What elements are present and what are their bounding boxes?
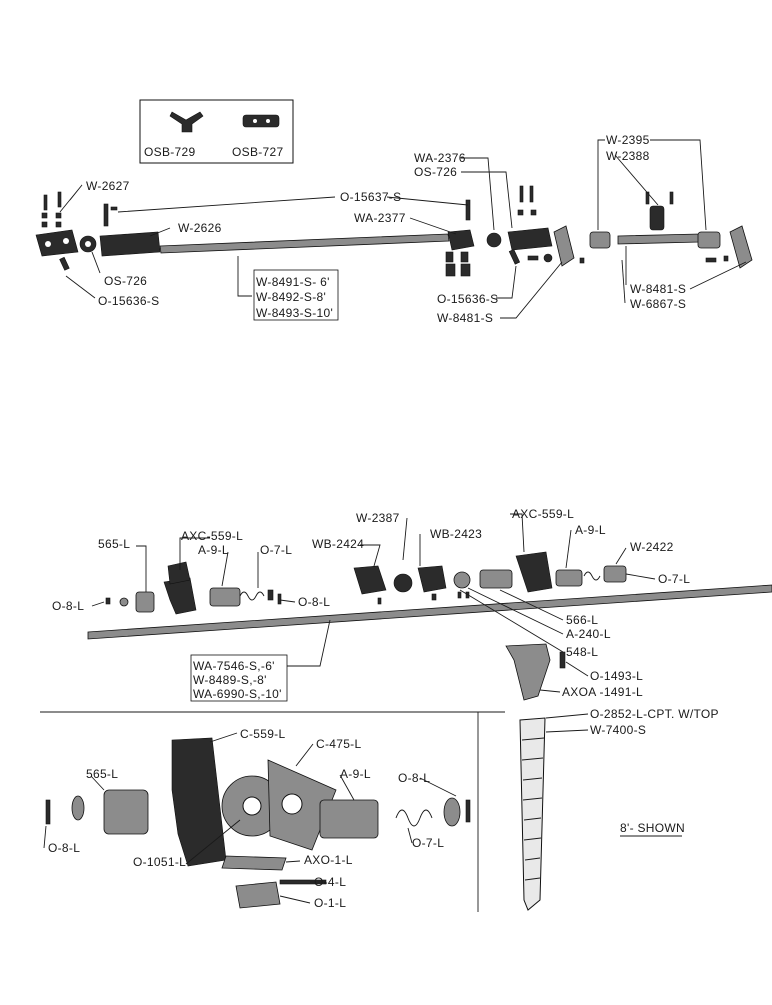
bottom-detail: C-559-L C-475-L 565-L A-9-L O-8-L O-8-L … [40, 711, 685, 912]
osb-729-yoke-icon [169, 111, 204, 133]
label-w-2388: W-2388 [606, 149, 650, 163]
inset-label-osb-727: OSB-727 [232, 145, 283, 159]
label-w-2387: W-2387 [356, 511, 400, 525]
label-o-1-l: O-1-L [314, 896, 346, 910]
flange-yoke-wa-2376 [507, 185, 553, 251]
label-o-2852-l-cpt: O-2852-L-CPT. W/TOP [590, 707, 719, 721]
label-o-1493-l: O-1493-L [590, 669, 643, 683]
vertical-sleeve [505, 643, 566, 911]
drive-rod [87, 584, 772, 640]
center-u-joint [486, 232, 521, 265]
label-w-8492-s: W-8492-S-8' [256, 290, 326, 304]
inset-label-osb-729: OSB-729 [144, 145, 195, 159]
label-w-6867-s: W-6867-S [630, 297, 686, 311]
label-wb-2424: WB-2424 [312, 537, 364, 551]
label-o-1051-l: O-1051-L [133, 855, 186, 869]
label-w-8489-s: W-8489-S,-8' [193, 673, 267, 687]
label-c-475-l: C-475-L [316, 737, 361, 751]
left-bolts [41, 191, 62, 228]
top-leaders [59, 139, 747, 319]
label-o-8-l-right: O-8-L [298, 595, 330, 609]
label-wa-7546-s: WA-7546-S,-6' [193, 659, 275, 673]
label-axc-559-l-right: AXC-559-L [512, 507, 574, 521]
center-small-parts [527, 253, 553, 263]
left-gearbox [105, 561, 282, 615]
label-o-8-l-detail-left: O-8-L [48, 841, 80, 855]
label-o-7-l-detail: O-7-L [412, 836, 444, 850]
label-a-9-l-right: A-9-L [575, 523, 606, 537]
label-axo-1-l: AXO-1-L [304, 853, 353, 867]
label-w-8481-s-right: W-8481-S [630, 282, 686, 296]
center-gearbox [353, 551, 627, 605]
label-axc-559-l-left: AXC-559-L [181, 529, 243, 543]
label-w-8491-s: W-8491-S- 6' [256, 275, 330, 289]
label-565-l: 565-L [98, 537, 130, 551]
label-w-8493-s: W-8493-S-10' [256, 306, 333, 320]
label-os-726-center: OS-726 [414, 165, 457, 179]
osb-727-coupler-icon [242, 114, 280, 128]
label-o-4-l: O-4-L [314, 875, 346, 889]
label-o-8-l-left: O-8-L [52, 599, 84, 613]
middle-leaders [91, 513, 656, 733]
label-c-559-l: C-559-L [240, 727, 285, 741]
label-wa-2377: WA-2377 [354, 211, 406, 225]
label-w-2627: W-2627 [86, 179, 130, 193]
label-o-15636-s-left: O-15636-S [98, 294, 159, 308]
label-548-l: 548-L [566, 645, 598, 659]
label-w-7400-s: W-7400-S [590, 723, 646, 737]
label-o-15637-s: O-15637-S [340, 190, 401, 204]
label-w-2422: W-2422 [630, 540, 674, 554]
label-o-15636-s-center: O-15636-S [437, 292, 498, 306]
label-w-2626: W-2626 [178, 221, 222, 235]
label-wb-2423: WB-2423 [430, 527, 482, 541]
label-a-9-l-detail: A-9-L [340, 767, 371, 781]
left-flange-yoke [35, 229, 79, 271]
label-o-7-l-right: O-7-L [658, 572, 690, 586]
label-565-l-detail: 565-L [86, 767, 118, 781]
middle-assembly: W-2387 AXC-559-L AXC-559-L 565-L WB-2424… [52, 507, 772, 911]
left-u-joint [79, 235, 97, 253]
right-coupler-assembly [589, 191, 753, 269]
top-assembly: W-2627 O-15637-S W-2626 OS-726 O-15636-S… [35, 133, 753, 325]
label-a-9-l-left: A-9-L [198, 543, 229, 557]
label-o-8-l-detail-right: O-8-L [398, 771, 430, 785]
label-a-240-l: A-240-L [566, 627, 611, 641]
label-axoa-1491-l: AXOA -1491-L [562, 685, 643, 699]
inset-box: OSB-729 OSB-727 [139, 99, 294, 164]
detail-parts [45, 737, 471, 909]
bottom-leaders [43, 732, 457, 904]
mount-plate-center [553, 225, 585, 267]
label-wa-6990-s: WA-6990-S,-10' [193, 687, 282, 701]
label-os-726-left: OS-726 [104, 274, 147, 288]
label-o-7-l-left: O-7-L [260, 543, 292, 557]
label-w-8481-s-center: W-8481-S [437, 311, 493, 325]
label-wa-2376: WA-2376 [414, 151, 466, 165]
label-w-2395: W-2395 [606, 133, 650, 147]
yoke-wa-2377 [445, 199, 475, 277]
label-566-l: 566-L [566, 613, 598, 627]
top-shaft [159, 233, 450, 254]
label-8-shown: 8'- SHOWN [620, 821, 685, 835]
yoke-w-2626 [99, 203, 161, 257]
